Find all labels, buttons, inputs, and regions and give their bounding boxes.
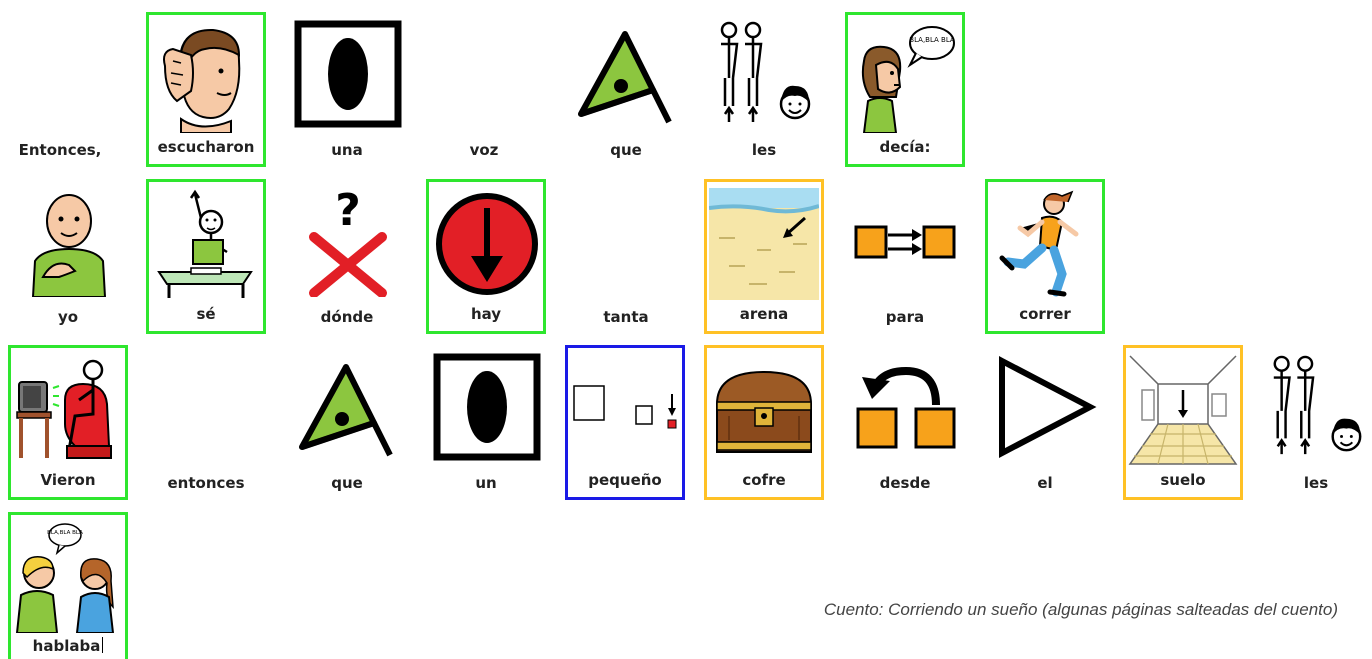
pronoun-they-icon: [720, 21, 811, 122]
symbol-word: el: [1037, 474, 1053, 492]
relative-triangle-icon: [578, 31, 672, 124]
symbol-cell-una[interactable]: una: [287, 12, 407, 167]
symbol-word: pequeño: [588, 471, 662, 489]
symbol-word: voz: [469, 141, 499, 159]
listening-ear-icon: [163, 28, 241, 133]
symbol-word: que: [610, 141, 642, 159]
symbol-word-with-cursor: hablaba: [11, 637, 125, 655]
article-oval-icon: [433, 353, 541, 461]
symbol-cell-que[interactable]: que: [566, 12, 686, 167]
symbol-cell-para[interactable]: para: [845, 179, 965, 334]
question-cross-icon: ?: [309, 185, 387, 297]
two-people-talking-icon: BLA,BLA BLA: [15, 523, 115, 633]
down-arrow-circle-icon: [436, 193, 538, 295]
symbol-word: hablaba: [32, 637, 101, 655]
relative-triangle-icon: [299, 364, 393, 457]
symbol-cell-hablaba[interactable]: BLA,BLA BLA hablaba: [8, 512, 128, 659]
symbol-word: decía:: [879, 138, 931, 156]
symbol-cell-tanta[interactable]: tanta: [566, 179, 686, 334]
symbol-word: para: [885, 308, 925, 326]
for-squares-icon: [854, 225, 956, 259]
symbol-word: arena: [739, 305, 789, 323]
symbol-cell-hay[interactable]: hay: [426, 179, 546, 334]
symbol-word: Entonces,: [18, 141, 102, 159]
symbol-cell-se[interactable]: sé: [146, 179, 266, 334]
symbol-word: les: [1303, 474, 1329, 492]
symbol-cell-donde[interactable]: ? dónde: [287, 179, 407, 334]
symbol-word: una: [331, 141, 363, 159]
symbol-word: suelo: [1160, 471, 1206, 489]
symbol-word: un: [475, 474, 497, 492]
story-caption: Cuento: Corriendo un sueño (algunas pági…: [823, 600, 1338, 619]
small-squares-icon: [573, 385, 677, 429]
article-triangle-icon: [999, 356, 1097, 458]
symbol-word: dónde: [320, 308, 374, 326]
svg-text:?: ?: [335, 185, 361, 236]
symbol-word: que: [331, 474, 363, 492]
symbol-cell-les[interactable]: les: [704, 12, 824, 167]
symbol-cell-desde[interactable]: desde: [845, 345, 965, 500]
symbol-cell-entonces[interactable]: Entonces,: [0, 12, 120, 167]
symbol-word: Vieron: [40, 471, 96, 489]
from-curved-arrow-icon: [856, 366, 956, 449]
speech-bubble-text: BLA,BLA BLA: [909, 36, 955, 44]
sand-icon: [709, 188, 819, 300]
watching-tv-icon: [16, 359, 112, 459]
symbol-cell-un[interactable]: un: [426, 345, 546, 500]
article-oval-icon: [294, 20, 402, 128]
text-cursor: [102, 637, 104, 653]
symbol-word: cofre: [742, 471, 786, 489]
self-point-icon: [31, 194, 107, 297]
symbol-cell-arena[interactable]: arena: [704, 179, 824, 334]
symbol-cell-vieron[interactable]: Vieron: [8, 345, 128, 500]
pronoun-they-icon: [1273, 355, 1362, 455]
symbol-cell-escucharon[interactable]: escucharon: [146, 12, 266, 167]
symbol-word: les: [751, 141, 777, 159]
symbol-word: entonces: [167, 474, 245, 492]
speech-bubble-text: BLA,BLA BLA: [47, 530, 83, 536]
symbol-cell-el[interactable]: el: [985, 345, 1105, 500]
symbol-word: hay: [470, 305, 502, 323]
symbol-cell-les-2[interactable]: les: [1262, 345, 1370, 500]
symbol-word: tanta: [603, 308, 649, 326]
symbol-word: desde: [879, 474, 931, 492]
running-person-icon: [999, 190, 1079, 297]
symbol-word: yo: [57, 308, 79, 326]
symbol-word: sé: [196, 305, 216, 323]
symbol-word: correr: [1019, 305, 1071, 323]
student-raising-hand-icon: [157, 189, 253, 298]
treasure-chest-icon: [715, 370, 813, 453]
symbol-cell-que-2[interactable]: que: [287, 345, 407, 500]
speaking-woman-icon: BLA,BLA BLA: [861, 26, 955, 133]
symbol-cell-correr[interactable]: correr: [985, 179, 1105, 334]
symbol-cell-cofre[interactable]: cofre: [704, 345, 824, 500]
symbol-cell-voz[interactable]: voz: [424, 12, 544, 167]
symbol-cell-suelo[interactable]: suelo: [1123, 345, 1243, 500]
symbol-cell-entonces-2[interactable]: entonces: [146, 345, 266, 500]
symbol-cell-pequeno[interactable]: pequeño: [565, 345, 685, 500]
floor-icon: [1128, 355, 1238, 465]
symbol-cell-yo[interactable]: yo: [8, 179, 128, 334]
symbol-cell-decia[interactable]: BLA,BLA BLA decía:: [845, 12, 965, 167]
symbol-word: escucharon: [157, 138, 255, 156]
